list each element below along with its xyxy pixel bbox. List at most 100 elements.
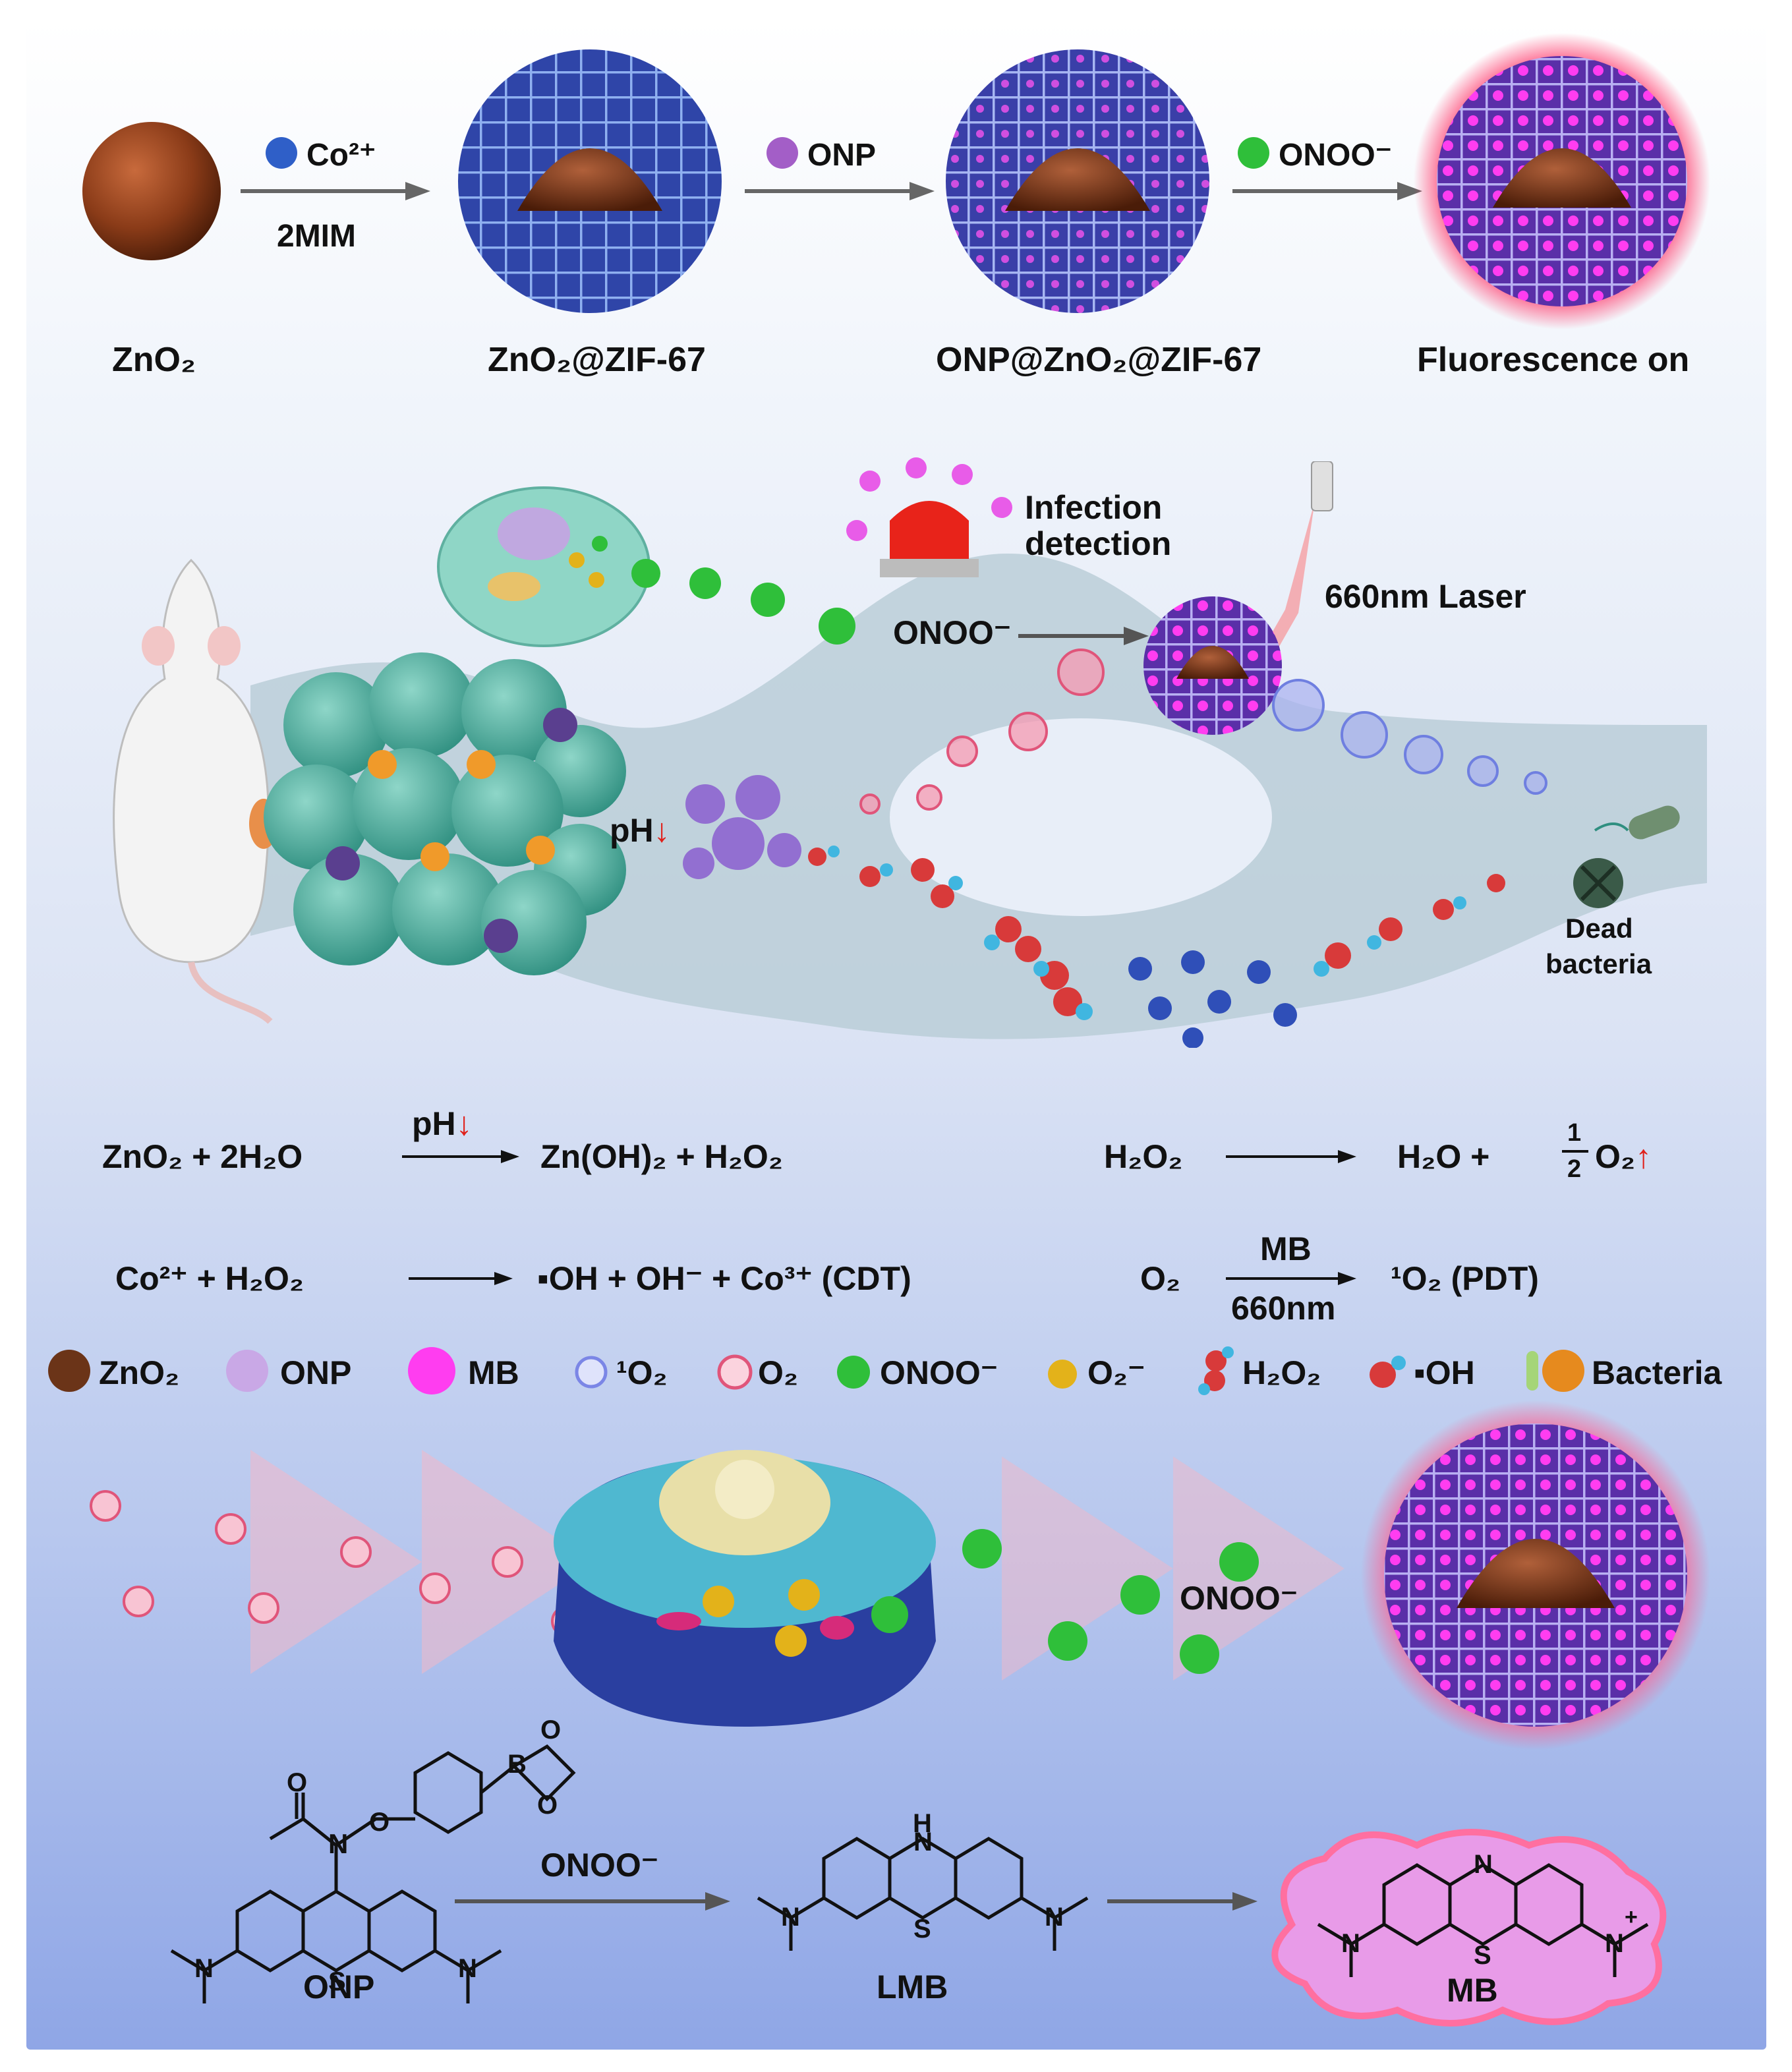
eq4-right: ¹O₂ (PDT) [1391, 1260, 1539, 1297]
eq3-right: ▪OH + OH⁻ + Co³⁺ (CDT) [537, 1260, 911, 1297]
singlet-oxygen-bubbles [1272, 679, 1547, 795]
onp-n-right: N [458, 1954, 477, 1983]
infected-tissue-cluster [264, 652, 626, 975]
legend-hydroxyl-icon [1370, 1356, 1406, 1388]
legend-onp-icon [226, 1350, 268, 1392]
cobalt-ion-spheres [1128, 950, 1297, 1048]
onp-s-atom: S [328, 1967, 346, 1996]
eq2-fraction-bar [1562, 1150, 1588, 1153]
onoo-released-spheres [631, 559, 855, 645]
laser-probe-icon [1259, 461, 1333, 659]
2mim-label: 2MIM [277, 219, 356, 254]
onoo-to-particle-arrow [1018, 627, 1149, 645]
oxygen-bubbles-upper [859, 648, 1105, 815]
legend-singlet-oxygen-label: ¹O₂ [616, 1354, 668, 1391]
eq2-o2: O₂↑ [1595, 1140, 1652, 1173]
eq2-o2-text: O₂ [1595, 1138, 1636, 1175]
legend-onp-label: ONP [280, 1354, 352, 1391]
mb-s-atom: S [1474, 1941, 1491, 1970]
zno2-particle-icon [82, 122, 221, 260]
eq2-half-numerator: 1 [1567, 1119, 1582, 1147]
lmb-s-atom: S [913, 1914, 931, 1943]
onp-structure: N S O O B O O N N [170, 1715, 576, 2003]
onoo-lower-label: ONOO⁻ [1180, 1580, 1298, 1617]
synthesis-arrow-1 [241, 182, 430, 200]
stage-onp-zno2-zif67-label: ONP@ZnO₂@ZIF-67 [936, 341, 1262, 379]
eq3-left: Co²⁺ + H₂O₂ [115, 1260, 304, 1297]
eq1-left: ZnO₂ + 2H₂O [102, 1138, 303, 1175]
eq1-ph-down-arrow-icon: ↓ [455, 1105, 473, 1142]
onp-n-atom: N [328, 1828, 348, 1859]
eq2-right: H₂O + [1397, 1138, 1490, 1175]
legend-superoxide-label: O₂⁻ [1087, 1354, 1145, 1391]
mb-n-right: N [1605, 1929, 1624, 1958]
oxygen-bubbles-lower [90, 1490, 583, 1637]
green-flow-arrow [1002, 1456, 1344, 1681]
eq4-wavelength: 660nm [1231, 1290, 1336, 1327]
onp-reagent-label: ONP [807, 138, 877, 173]
ph-drop-label: pH↓ [610, 814, 670, 847]
eq1-arrow [402, 1150, 519, 1163]
alarm-light-icon [846, 457, 1012, 577]
mb-glow-cloud [1271, 1829, 1667, 2027]
legend-zno2-label: ZnO₂ [99, 1354, 180, 1391]
mb-n-atom: N [1474, 1850, 1493, 1879]
legend-mb-icon [408, 1347, 455, 1395]
cell-3d-cutaway [554, 1450, 936, 1727]
eq2-o2-up-arrow-icon: ↑ [1635, 1138, 1652, 1175]
eq1-condition: pH↓ [412, 1107, 473, 1140]
dead-bacteria-line1: Dead [1565, 913, 1633, 944]
onoo-sphere-icon [1238, 137, 1269, 169]
co-ion-sphere-icon [266, 137, 297, 169]
onoo-mechanism-label: ONOO⁻ [893, 614, 1012, 651]
eq1-ph-text: pH [412, 1105, 456, 1142]
onp-b-atom: B [507, 1750, 527, 1779]
laser-label: 660nm Laser [1325, 578, 1526, 615]
infection-detection-line1: Infection [1025, 489, 1163, 526]
fluorescent-particle-icon [1414, 33, 1710, 330]
ph-text: pH [610, 812, 654, 849]
legend-singlet-oxygen-icon [575, 1356, 608, 1389]
stage-zno2-zif67-label: ZnO₂@ZIF-67 [488, 341, 706, 379]
onp-sphere-icon [766, 137, 798, 169]
activated-particle-lower [1361, 1400, 1710, 1750]
onp-n-left: N [194, 1954, 214, 1983]
eq4-left: O₂ [1140, 1260, 1181, 1297]
degrading-particle-icon [683, 775, 801, 879]
onp-o-atom-4: O [537, 1791, 558, 1820]
vessel-nanoparticle-icon [1143, 596, 1282, 735]
eq4-catalyst: MB [1260, 1230, 1312, 1267]
eq1-right: Zn(OH)₂ + H₂O₂ [540, 1138, 784, 1175]
stage-zno2-label: ZnO₂ [112, 341, 196, 379]
lmb-structure: H N S N N [757, 1809, 1089, 1951]
mb-structure: N S N N + [1317, 1850, 1649, 1977]
legend-onoo-icon [837, 1356, 870, 1389]
legend-bacteria-icon [1526, 1350, 1584, 1392]
onp-zif67-shell-icon [946, 49, 1209, 313]
lmb-structure-label: LMB [877, 1969, 948, 2005]
onoo-spheres-lower [962, 1529, 1259, 1674]
onp-to-lmb-arrow [455, 1892, 730, 1911]
onp-o-atom-3: O [540, 1715, 561, 1744]
cell-cutaway-icon [437, 486, 650, 647]
mb-structure-label: MB [1447, 1972, 1498, 2009]
eq2-arrow [1226, 1150, 1356, 1163]
legend-hydroxyl-label: ▪OH [1414, 1354, 1475, 1391]
mouse-illustration [113, 558, 278, 1024]
blood-vessel-channel [250, 554, 1707, 1039]
legend-superoxide-icon [1048, 1360, 1077, 1389]
onoo-reaction-label: ONOO⁻ [540, 1847, 659, 1884]
mb-positive-charge: + [1625, 1905, 1638, 1930]
legend-h2o2-label: H₂O₂ [1242, 1354, 1321, 1391]
synthesis-arrow-3 [1232, 182, 1422, 200]
dead-bacteria-line2: bacteria [1546, 948, 1652, 979]
legend-zno2-icon [48, 1350, 90, 1392]
stage-fluorescence-on-label: Fluorescence on [1417, 341, 1690, 379]
lmb-h-atom: H [913, 1809, 932, 1838]
lmb-n-atom: N [913, 1827, 933, 1856]
infection-detection-line2: detection [1025, 525, 1172, 562]
ph-down-arrow-icon: ↓ [653, 812, 670, 849]
onp-structure-label: ONP [303, 1969, 375, 2005]
eq2-left: H₂O₂ [1104, 1138, 1183, 1175]
synthesis-arrow-2 [745, 182, 935, 200]
